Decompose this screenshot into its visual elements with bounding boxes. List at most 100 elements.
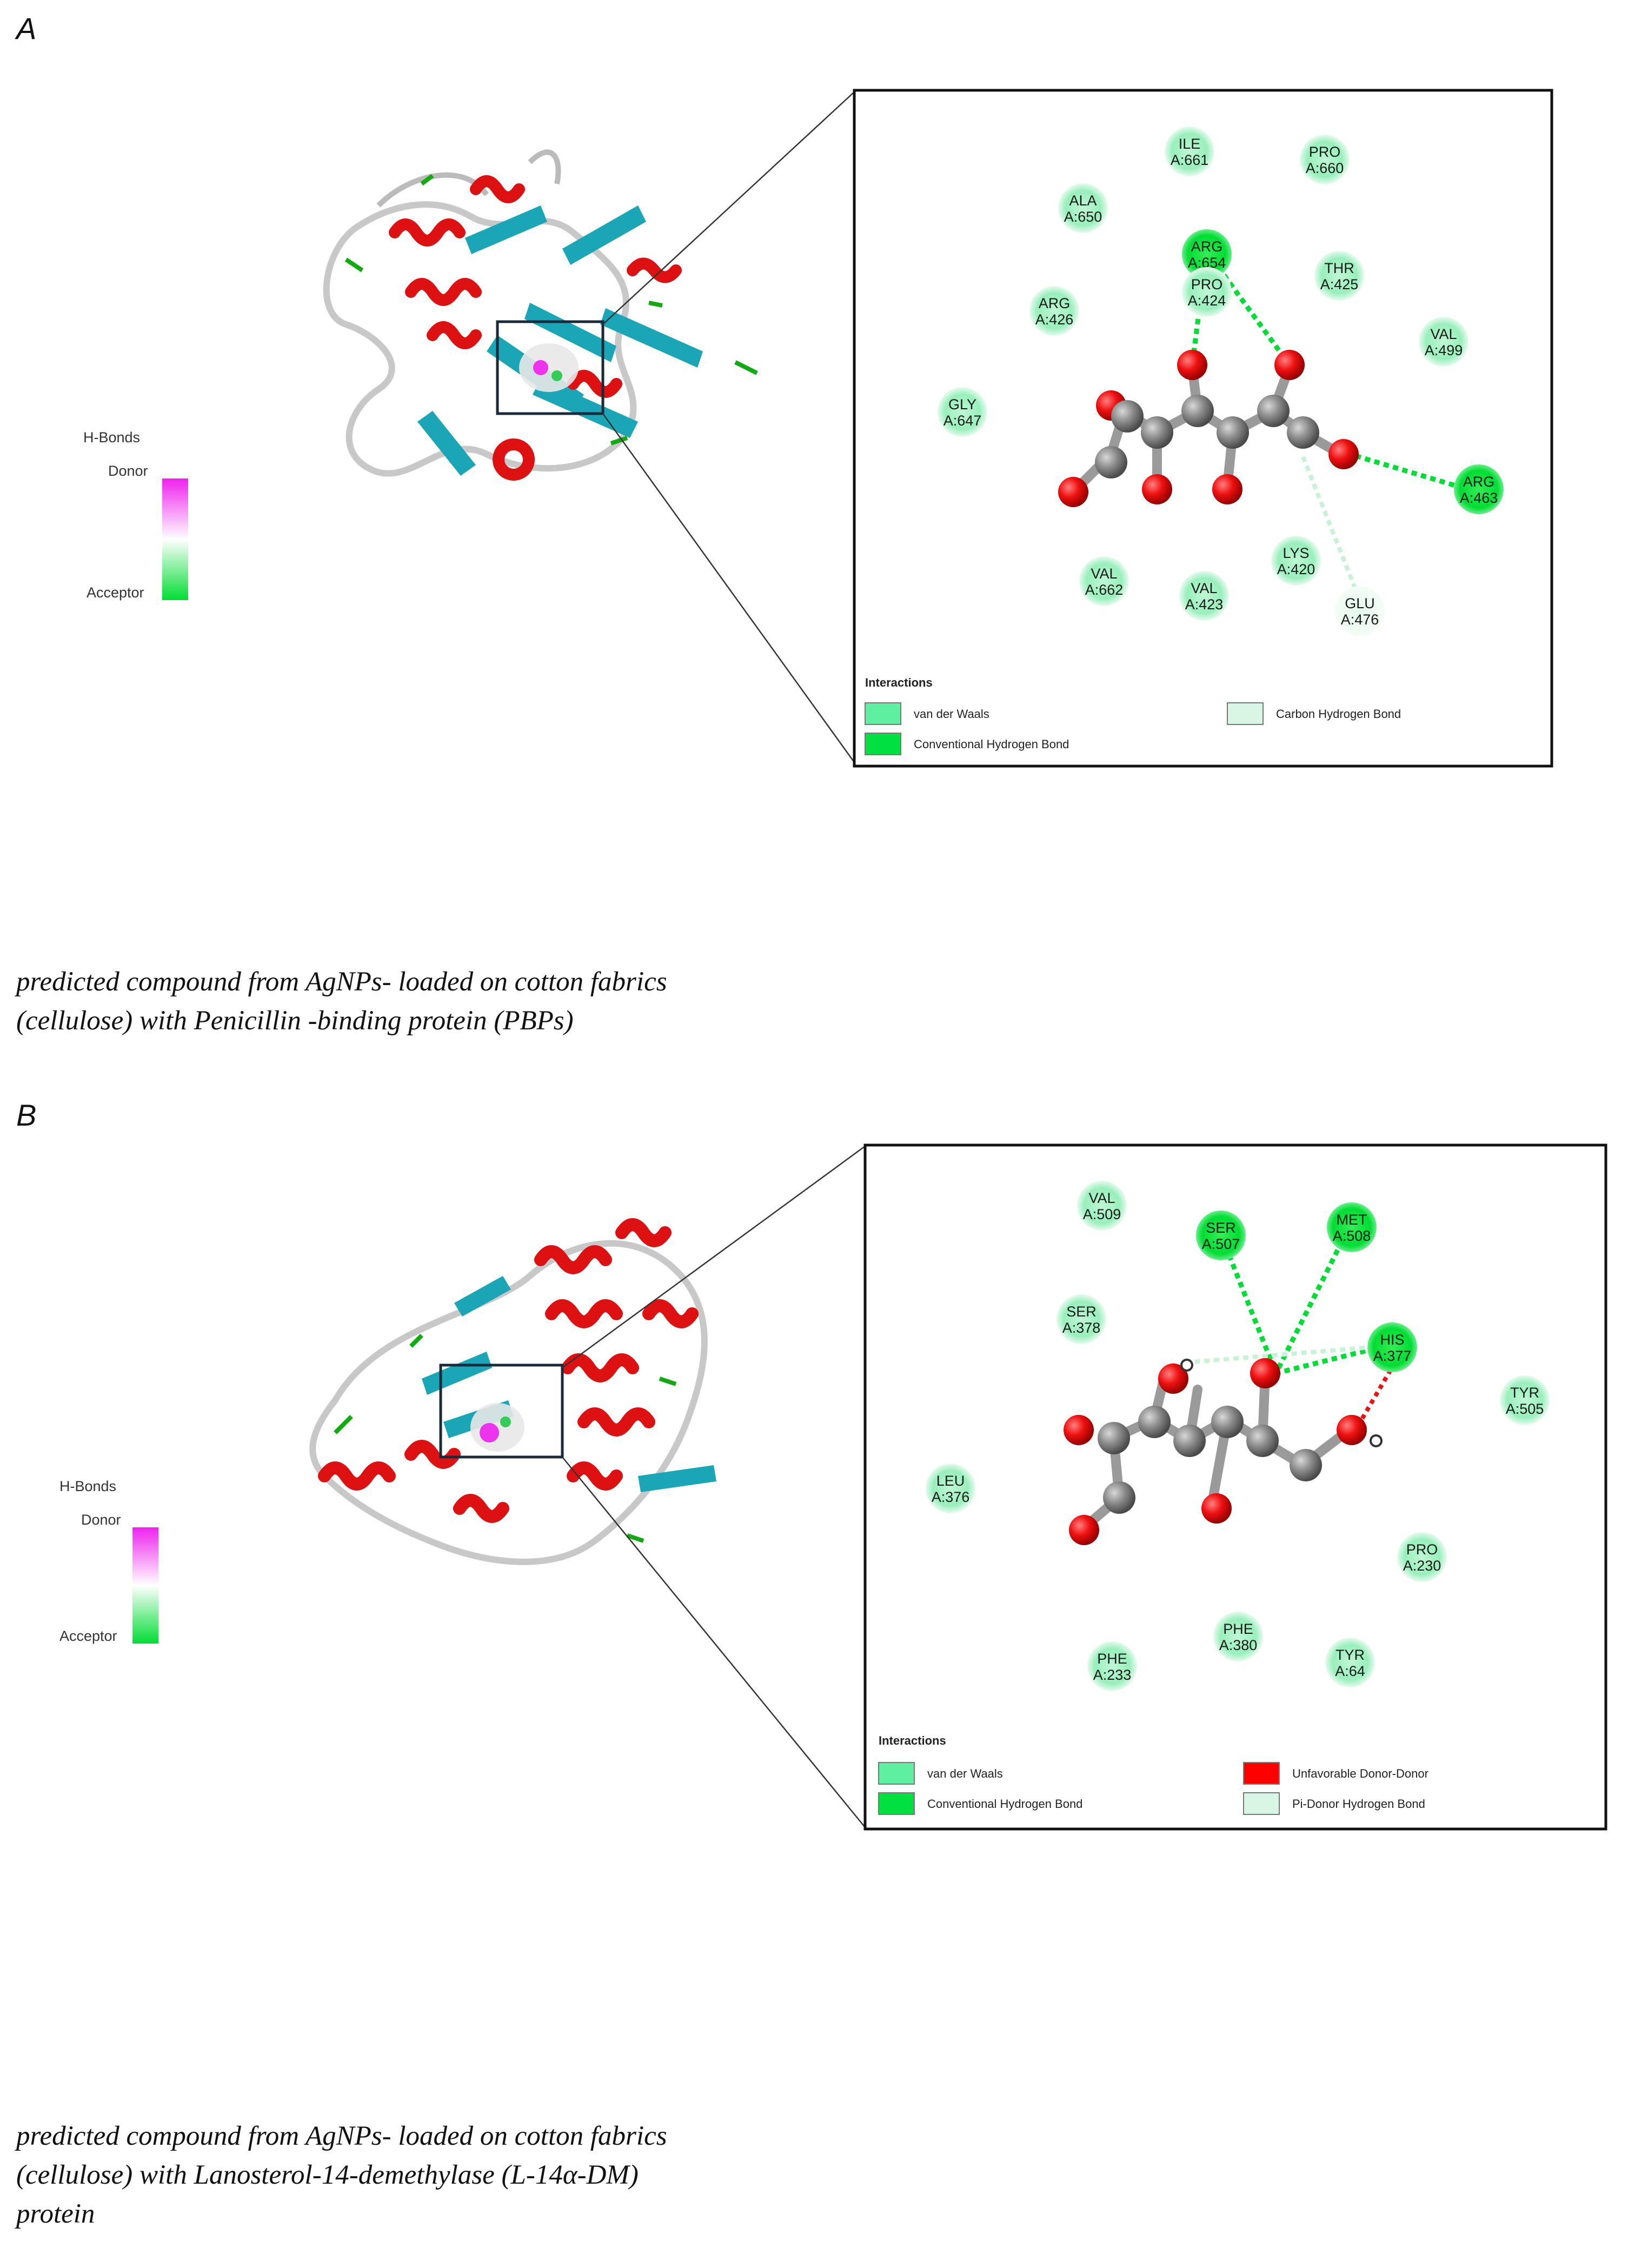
residue-disc: [1165, 127, 1214, 176]
zoom-box-b: [439, 1364, 564, 1459]
hbond-acceptor-label-b: Acceptor: [59, 1628, 117, 1644]
legend-item-b-2: Conventional Hydrogen Bond: [927, 1797, 1082, 1811]
caption-b-line-2: (cellulose) with Lanosterol-14-demethyla…: [16, 2160, 639, 2190]
residue-name: GLU: [1345, 595, 1375, 611]
residue-number: A:420: [1277, 561, 1315, 577]
residue-disc: [1077, 1181, 1127, 1231]
residue-disc: [926, 1464, 975, 1513]
residue-name: SER: [1066, 1303, 1097, 1320]
residue-disc: [1056, 1294, 1106, 1344]
legend-a: Interactions van der Waals Carbon Hydrog…: [865, 676, 1401, 755]
legend-item-b-0: van der Waals: [927, 1767, 1003, 1780]
residue-disc: [1087, 1641, 1137, 1691]
residue-number: A:377: [1373, 1348, 1412, 1364]
legend-title-a: Interactions: [865, 676, 933, 689]
residue-disc: [1079, 556, 1129, 606]
residue-name: VAL: [1430, 326, 1457, 342]
residue-number: A:507: [1202, 1236, 1240, 1252]
residues-b: VALA:509SERA:507META:508SERA:378HISA:377…: [926, 1181, 1550, 1691]
residue-number: A:650: [1064, 209, 1102, 225]
caption-a-line-2: (cellulose) with Penicillin -binding pro…: [16, 1006, 574, 1036]
residue-name: HIS: [1380, 1332, 1404, 1348]
legend-b: Interactions van der Waals Unfavorable D…: [878, 1734, 1428, 1815]
legend-item-b-3: Pi-Donor Hydrogen Bond: [1292, 1797, 1425, 1811]
residue-number: A:230: [1403, 1558, 1441, 1574]
hbond-acceptor-label-a: Acceptor: [87, 584, 144, 601]
legend-item-a-0: van der Waals: [914, 707, 989, 721]
hbond-scale-a: H-Bonds Donor Acceptor: [83, 429, 188, 601]
residue-disc: [1327, 1202, 1377, 1252]
residue-name: VAL: [1091, 566, 1117, 582]
residue-number: A:233: [1093, 1667, 1132, 1683]
legend-title-b: Interactions: [879, 1734, 946, 1747]
legend-item-a-2: Conventional Hydrogen Bond: [914, 737, 1069, 751]
panel-b-figure: H-Bonds Donor Acceptor: [59, 1143, 1607, 1831]
caption-b-line-1: predicted compound from AgNPs- loaded on…: [16, 2121, 667, 2151]
residue-number: A:661: [1171, 152, 1209, 168]
residue-number: A:463: [1460, 490, 1498, 506]
residue-number: A:425: [1320, 276, 1359, 292]
residue-name: PRO: [1191, 276, 1223, 292]
residue-number: A:509: [1083, 1206, 1121, 1222]
panel-a-letter: A: [16, 11, 37, 45]
residue-disc: [1058, 183, 1108, 233]
residue-disc: [1325, 1638, 1375, 1687]
protein-structure-a: [323, 149, 758, 481]
residue-disc: [938, 387, 987, 437]
interaction-map-b: [863, 1143, 1607, 1831]
residue-number: A:376: [932, 1489, 970, 1505]
residue-disc: [1397, 1532, 1447, 1582]
residue-name: PHE: [1223, 1621, 1253, 1637]
residue-name: ALA: [1069, 192, 1097, 209]
panel-b-letter: B: [16, 1098, 37, 1132]
residue-name: THR: [1324, 260, 1354, 276]
residue-disc: [1213, 1612, 1263, 1661]
residue-disc: [1271, 536, 1321, 586]
residue-name: LYS: [1283, 545, 1309, 561]
residue-number: A:64: [1335, 1663, 1365, 1679]
residue-name: PHE: [1097, 1651, 1127, 1667]
residue-disc: [1196, 1211, 1246, 1260]
residue-name: SER: [1206, 1220, 1236, 1236]
residue-number: A:505: [1506, 1401, 1544, 1417]
residue-number: A:423: [1185, 596, 1224, 613]
residue-name: LEU: [936, 1473, 965, 1489]
residue-name: VAL: [1191, 580, 1217, 596]
legend-item-b-1: Unfavorable Donor-Donor: [1292, 1767, 1428, 1780]
residue-disc: [1419, 317, 1468, 367]
ligand-atoms-b: [1064, 1358, 1383, 1545]
residue-number: A:380: [1219, 1637, 1258, 1653]
residue-number: A:426: [1035, 311, 1074, 328]
residue-disc: [1500, 1375, 1550, 1425]
residue-disc: [1029, 286, 1079, 336]
residue-disc: [1367, 1322, 1417, 1372]
hbond-title-a: H-Bonds: [83, 429, 140, 445]
residue-number: A:499: [1425, 342, 1463, 358]
panel-a-figure: H-Bonds Donor Acceptor: [83, 89, 1553, 768]
zoom-box-a: [496, 320, 604, 415]
residue-number: A:662: [1085, 582, 1124, 598]
hbond-donor-label-b: Donor: [81, 1512, 121, 1528]
residue-disc: [1179, 571, 1229, 621]
